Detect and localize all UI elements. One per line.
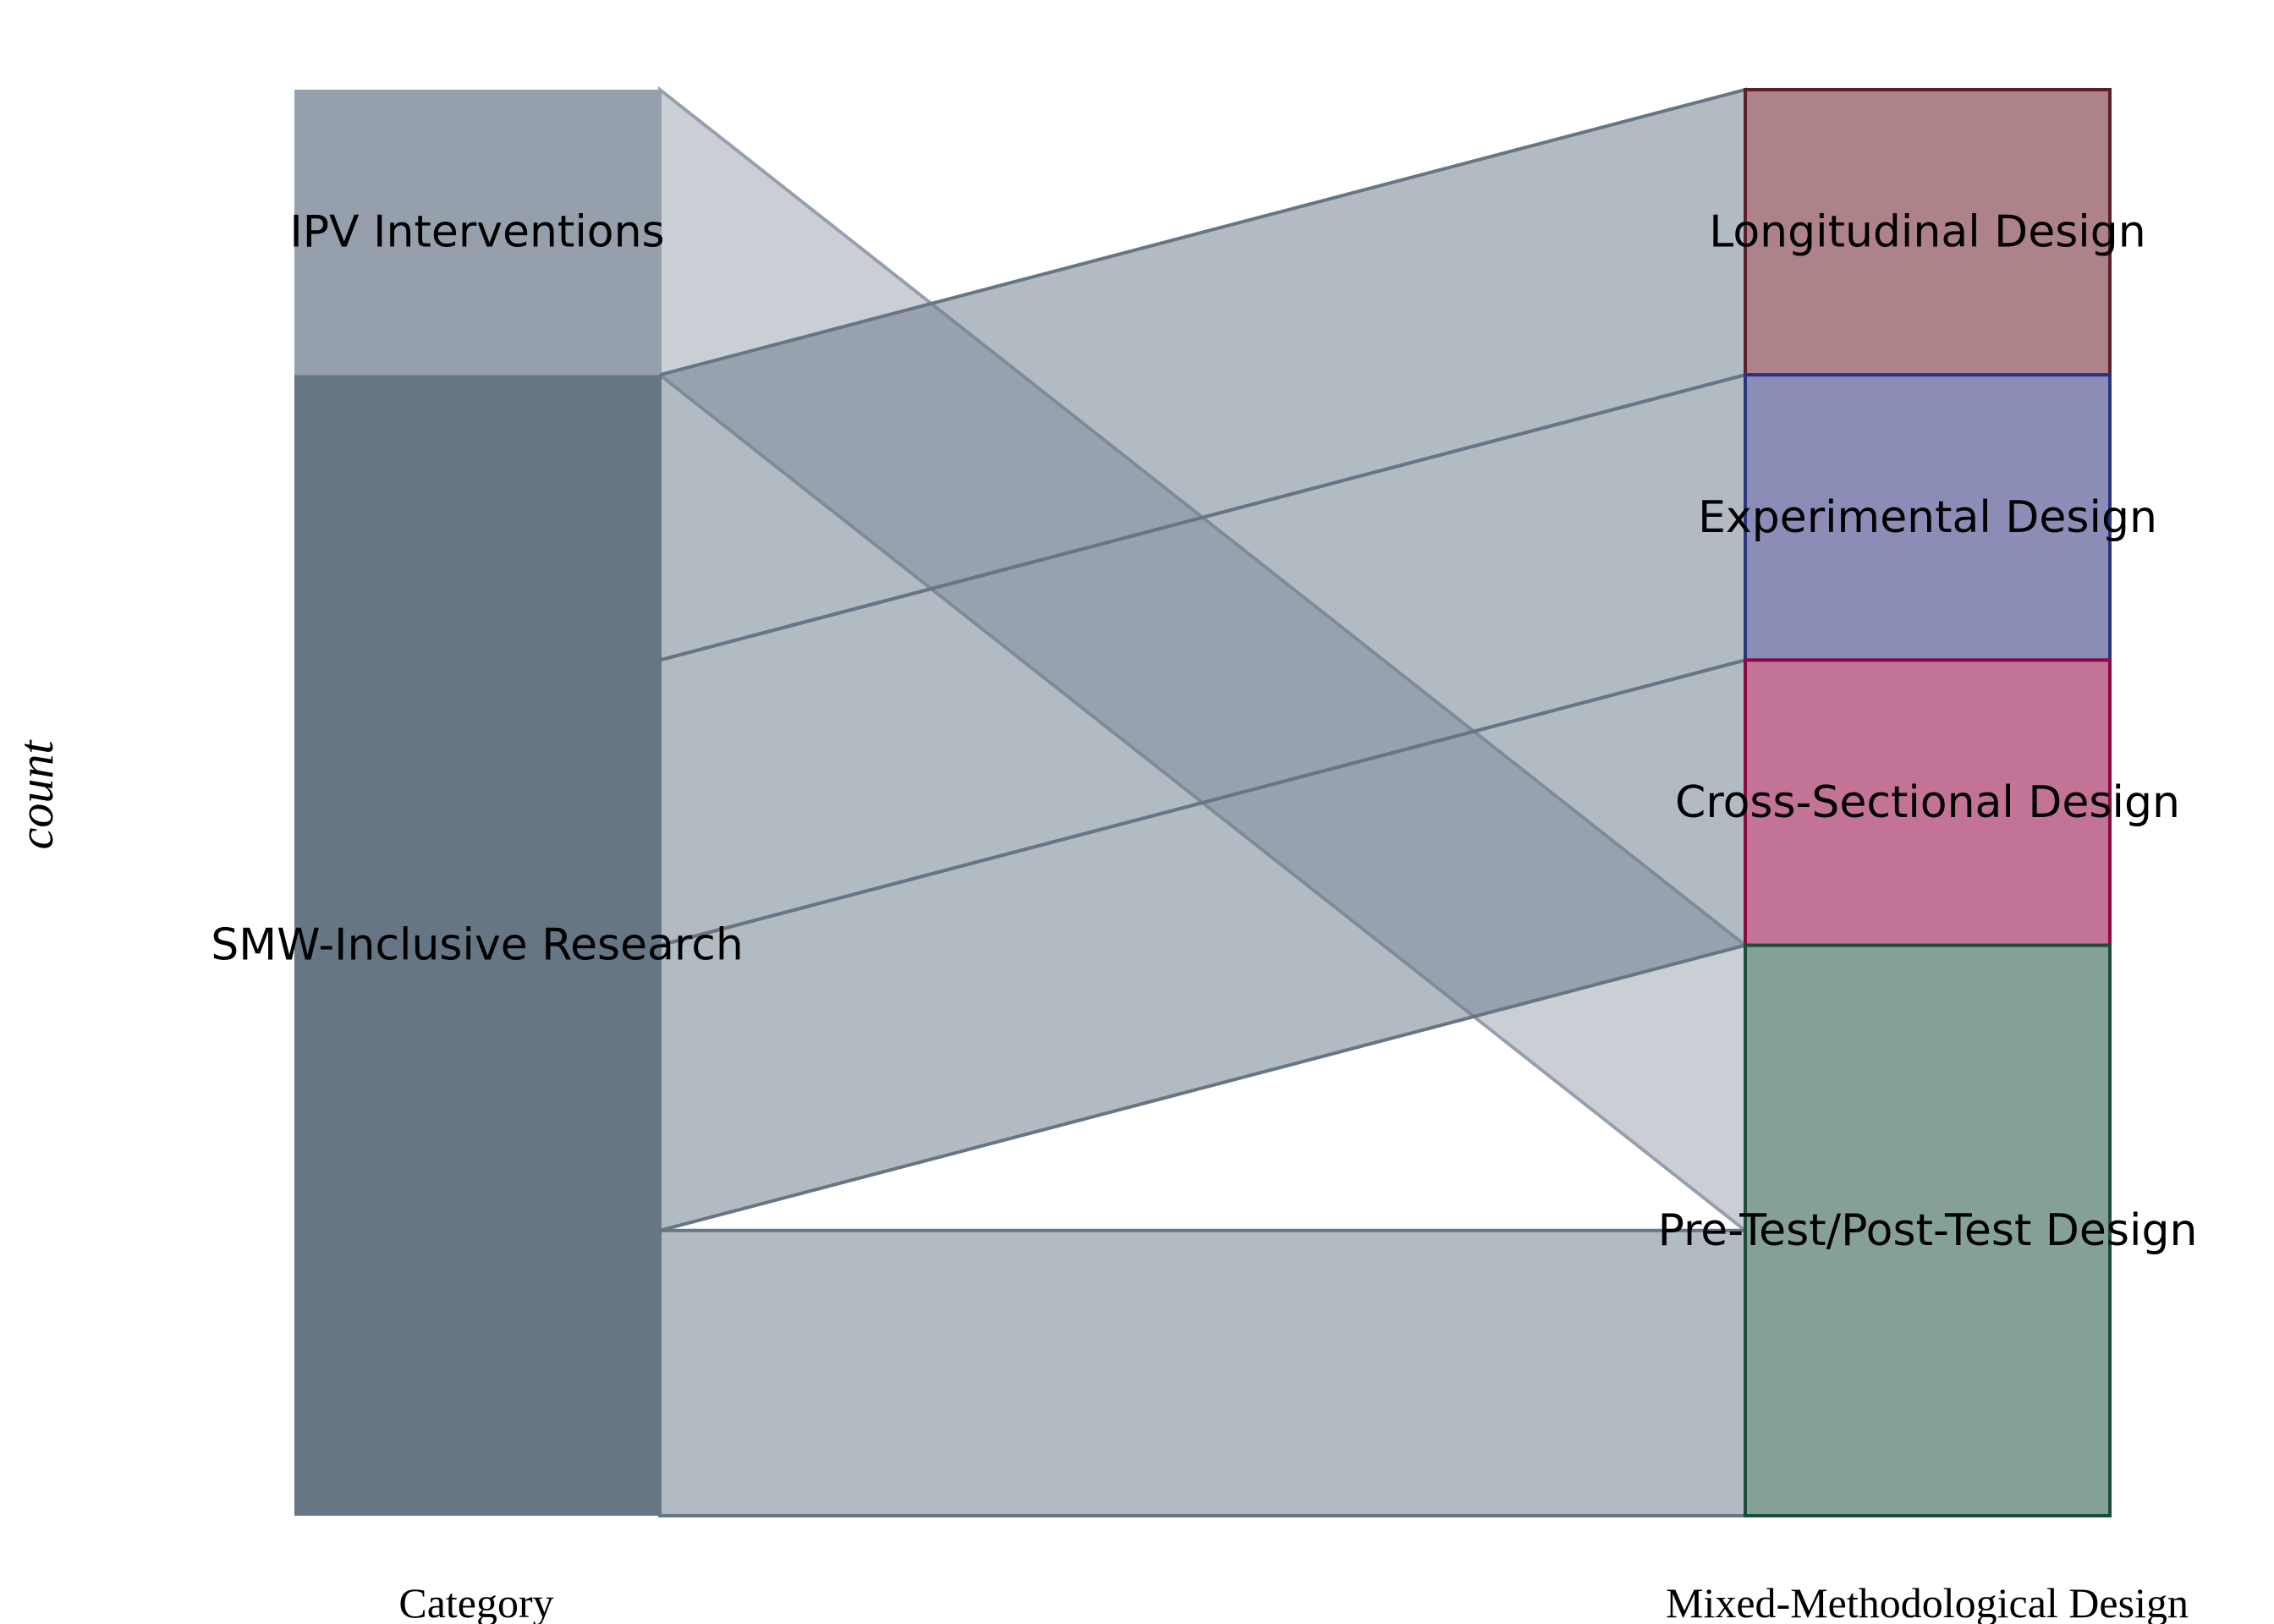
axis-label-category: Category bbox=[398, 1579, 553, 1624]
node-label-longitudinal-design: Longitudinal Design bbox=[1709, 207, 2145, 258]
node-ipv-interventions bbox=[294, 90, 660, 376]
node-layer bbox=[294, 88, 2112, 1517]
flow-smw-inclusive-research-to-pre-test-post-test-design bbox=[658, 1228, 1747, 1517]
node-label-pre-test-post-test-design: Pre-Test/Post-Test Design bbox=[1658, 1205, 2198, 1256]
node-label-cross-sectional-design: Cross-Sectional Design bbox=[1675, 777, 2180, 828]
y-axis-label: count bbox=[8, 739, 63, 850]
flow-layer bbox=[658, 85, 1747, 1517]
node-label-ipv-interventions: IPV Interventions bbox=[289, 207, 664, 258]
node-cross-sectional-design bbox=[1744, 658, 2112, 947]
node-longitudinal-design bbox=[1744, 88, 2112, 377]
node-smw-inclusive-research bbox=[294, 375, 660, 1517]
node-label-smw-inclusive-research: SMW-Inclusive Research bbox=[211, 920, 744, 971]
axis-label-design: Mixed-Methodological Design bbox=[1666, 1579, 2189, 1624]
node-label-experimental-design: Experimental Design bbox=[1698, 492, 2157, 543]
node-experimental-design bbox=[1744, 373, 2112, 662]
node-pre-test-post-test-design bbox=[1744, 943, 2112, 1517]
